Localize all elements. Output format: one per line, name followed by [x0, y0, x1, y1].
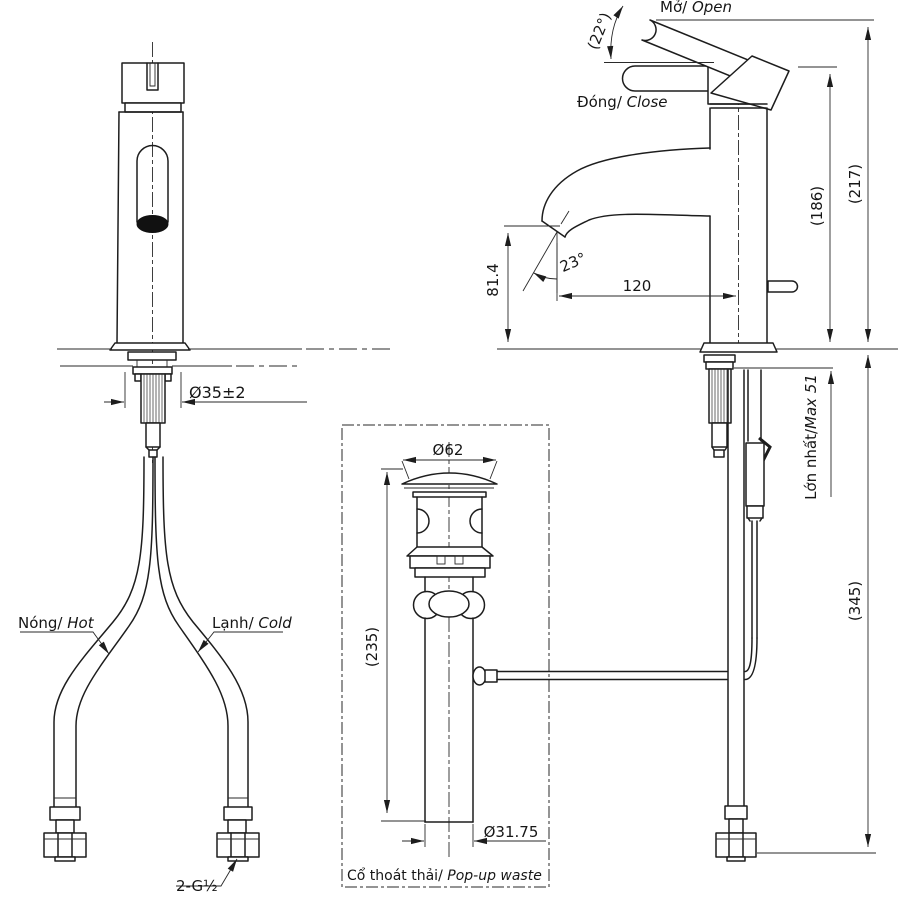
label-spray-angle: 23°	[557, 249, 589, 276]
hot-leader	[20, 631, 110, 655]
label-total-height: (217)	[846, 164, 864, 204]
side-view	[497, 19, 898, 862]
rod-ball-joint	[472, 666, 487, 686]
label-waste-diameter: Ø31.75	[484, 823, 539, 841]
front-shank-threads	[143, 374, 163, 423]
front-handle-cap	[121, 62, 185, 104]
label-open: Mở/ Open	[660, 0, 732, 16]
side-deck-flange	[699, 342, 778, 353]
label-spout-reach: 120	[623, 277, 652, 295]
hose-collar-right	[223, 806, 253, 821]
hose-nut-right	[216, 832, 260, 858]
front-deck-flange	[109, 342, 191, 351]
label-hole-diameter: Ø35±2	[189, 383, 246, 402]
thread-leader	[176, 858, 238, 887]
hose-nut-left	[43, 832, 87, 858]
side-tailpiece	[711, 422, 728, 448]
side-hose	[715, 369, 757, 862]
label-below-counter: (345)	[846, 581, 864, 621]
cold-leader	[197, 631, 283, 653]
label-supply-thread: 2-G½	[176, 877, 218, 895]
label-cap-diameter: Ø62	[433, 441, 464, 459]
front-tailpiece	[145, 422, 161, 448]
popup-rod-knob	[767, 280, 799, 293]
popup-lift-rod	[744, 369, 772, 681]
open-angle-arc	[607, 5, 624, 60]
waste-nut-center	[428, 590, 470, 618]
spout-mouth	[541, 220, 566, 238]
label-max-counter: Lớn nhất/Max 51	[802, 374, 820, 500]
front-mount-washer	[132, 366, 173, 375]
side-shank-threads	[711, 369, 728, 423]
front-handle-slot	[146, 62, 159, 91]
label-open-angle: (22°)	[584, 10, 615, 52]
label-spout-height: 81.4	[484, 263, 502, 296]
spout-inner	[564, 213, 711, 238]
front-view	[43, 42, 394, 862]
front-handle-band	[124, 102, 182, 113]
dimensions	[20, 5, 876, 887]
lever-closed	[621, 65, 711, 92]
waste-cone-flange	[406, 546, 494, 557]
label-hot: Nóng/ Hot	[18, 614, 95, 632]
popup-waste-view	[341, 424, 728, 888]
label-popup-waste: Cổ thoát thải/ Pop-up waste	[347, 867, 542, 884]
front-body-left	[116, 111, 120, 344]
side-hose-nut	[715, 832, 757, 858]
front-spout-window	[136, 144, 169, 223]
supply-hoses	[43, 456, 260, 862]
label-waste-length: (235)	[363, 627, 381, 667]
waste-cap-dome	[401, 472, 498, 485]
label-cold: Lạnh/ Cold	[212, 614, 292, 632]
spout-outer	[541, 147, 711, 222]
label-body-height: (186)	[808, 186, 826, 226]
label-close: Đóng/ Close	[577, 93, 668, 111]
front-spout-outlet	[136, 215, 169, 233]
text-labels: Mở/ Open Đóng/ Close (22°) (217) (186) 8…	[18, 0, 864, 895]
popup-waste-box	[341, 424, 550, 888]
spray-angle-arc	[533, 272, 558, 282]
hose-collar-left	[49, 806, 81, 821]
